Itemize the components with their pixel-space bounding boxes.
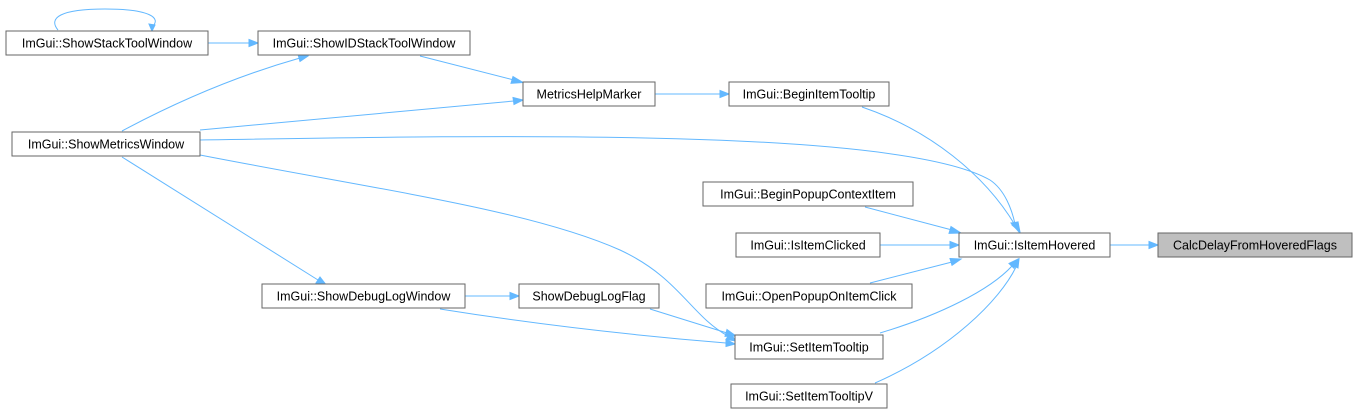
node-label: CalcDelayFromHoveredFlags	[1173, 239, 1337, 253]
edge-showmetrics-metricshelp	[199, 100, 515, 131]
node-label: ImGui::OpenPopupOnItemClick	[721, 290, 897, 304]
node-beginitemtooltip[interactable]: ImGui::BeginItemTooltip	[728, 81, 890, 107]
node-beginpopupcontextitem[interactable]: ImGui::BeginPopupContextItem	[702, 181, 914, 207]
node-setitemtooltip[interactable]: ImGui::SetItemTooltip	[734, 334, 884, 360]
node-label: ImGui::IsItemClicked	[750, 239, 865, 253]
node-label: ImGui::ShowStackToolWindow	[22, 37, 193, 51]
node-label: ImGui::ShowIDStackToolWindow	[273, 37, 457, 51]
edge-showstack-self-arrow	[148, 23, 156, 33]
edge-setitemtipv-isitemhovered	[874, 266, 1017, 384]
edge-showmetrics-showdebuglog	[121, 156, 319, 281]
edge-showmetrics-isitemhovered	[199, 136, 1016, 225]
edge-showstack-self	[54, 8, 156, 31]
edge-showdebuglog-showdebugflag-arrow	[509, 291, 521, 301]
edge-showmetrics-setitemtip	[199, 154, 729, 337]
edge-showidstack-metricshelp-arrow	[510, 75, 525, 84]
node-label: MetricsHelpMarker	[537, 88, 642, 102]
edge-showstack-showidstack-arrow	[248, 38, 260, 48]
edge-setitemtip-isitemhovered	[879, 265, 1013, 334]
node-showmetricswindow[interactable]: ImGui::ShowMetricsWindow	[11, 131, 201, 157]
edge-showmetrics-showidstack-arrow	[297, 53, 310, 63]
edge-beginpopupctx-isitemhovered	[864, 206, 953, 231]
node-label: ImGui::SetItemTooltip	[749, 341, 869, 355]
node-layer: ImGui::ShowStackToolWindow ImGui::ShowID…	[5, 30, 1353, 409]
node-setitemtooltipv[interactable]: ImGui::SetItemTooltipV	[730, 383, 888, 409]
node-isitemclicked[interactable]: ImGui::IsItemClicked	[735, 232, 881, 258]
node-showdebuglogwindow[interactable]: ImGui::ShowDebugLogWindow	[261, 283, 466, 309]
edge-showmetrics-isitemhovered-arrow	[1010, 221, 1020, 234]
node-label: ImGui::BeginPopupContextItem	[720, 188, 896, 202]
edge-showdebugflag-setitemtip	[649, 308, 728, 334]
edge-openpopup-isitemhovered-arrow	[949, 257, 963, 267]
edge-showdebuglog-setitemtip	[439, 308, 727, 344]
edge-metricshelp-beginitemtip-arrow	[719, 89, 731, 99]
node-label: ImGui::IsItemHovered	[974, 239, 1096, 253]
edge-showidstack-metricshelp	[419, 55, 515, 81]
edge-layer	[54, 8, 1160, 384]
edge-isitemhovered-calcdelay-arrow	[1148, 240, 1160, 250]
edge-showdebuglog-setitemtip-arrow	[725, 338, 737, 348]
edge-showmetrics-showidstack	[121, 57, 301, 132]
edge-showmetrics-metricshelp-arrow	[512, 96, 525, 106]
edge-beginpopupctx-isitemhovered-arrow	[948, 225, 963, 234]
node-label: ShowDebugLogFlag	[532, 290, 645, 304]
node-calcdelayfromhoveredflags[interactable]: CalcDelayFromHoveredFlags	[1157, 232, 1353, 258]
node-label: ImGui::ShowMetricsWindow	[28, 138, 185, 152]
edge-openpopup-isitemhovered	[869, 261, 953, 284]
edge-setitemtipv-isitemhovered-arrow	[1011, 257, 1020, 269]
node-isitemhovered[interactable]: ImGui::IsItemHovered	[958, 232, 1111, 258]
node-showidstacktoolwindow[interactable]: ImGui::ShowIDStackToolWindow	[257, 30, 471, 56]
node-showdebuglogflag[interactable]: ShowDebugLogFlag	[518, 283, 660, 309]
edge-beginitemtip-isitemhovered	[861, 106, 1016, 226]
node-label: ImGui::ShowDebugLogWindow	[277, 290, 452, 304]
node-label: ImGui::SetItemTooltipV	[745, 390, 873, 404]
node-openpopuponitemclick[interactable]: ImGui::OpenPopupOnItemClick	[705, 283, 913, 309]
edge-isitemclicked-isitemhovered-arrow	[949, 240, 961, 250]
node-showstacktoolwindow[interactable]: ImGui::ShowStackToolWindow	[5, 30, 209, 56]
node-metricshelpmarker[interactable]: MetricsHelpMarker	[522, 81, 656, 107]
node-label: ImGui::BeginItemTooltip	[743, 88, 876, 102]
edge-showdebugflag-setitemtip-arrow	[724, 328, 738, 337]
